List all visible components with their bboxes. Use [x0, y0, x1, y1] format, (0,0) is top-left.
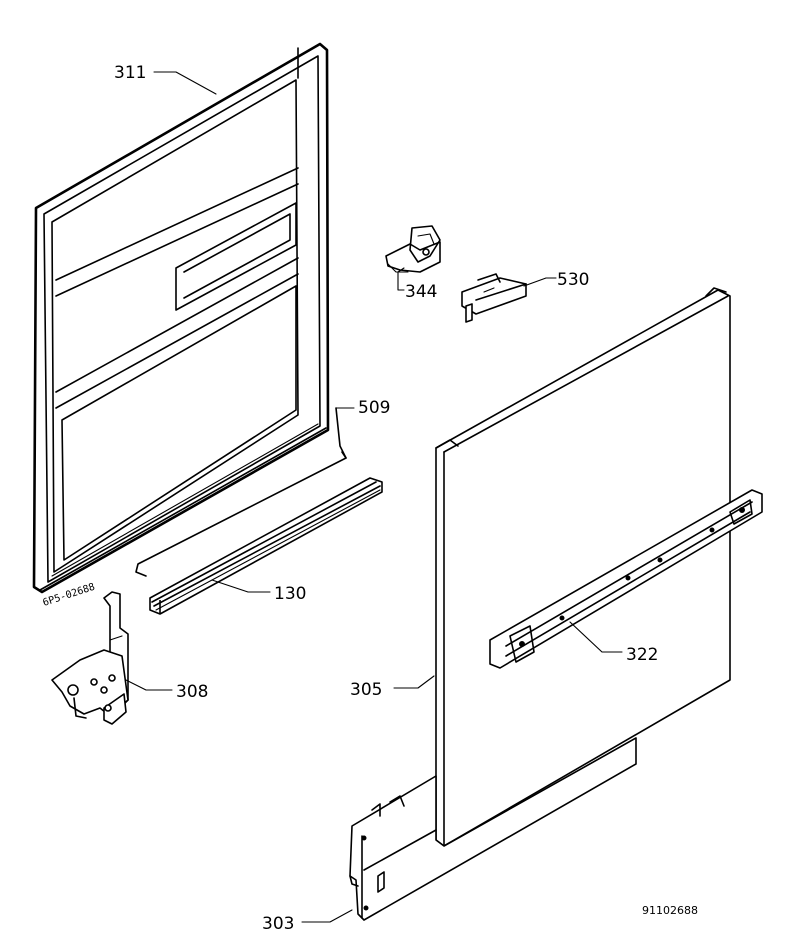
seal-strip-drawing	[149, 477, 383, 615]
label-305: 305	[350, 680, 382, 700]
label-308: 308	[176, 682, 208, 702]
drawing-number: 91102688	[642, 904, 698, 917]
label-509: 509	[358, 398, 390, 418]
outer-door-panel-drawing	[435, 287, 731, 847]
label-311: 311	[114, 63, 146, 83]
label-130: 130	[274, 584, 306, 604]
leader-lines	[125, 71, 623, 923]
inner-door-drawing	[32, 42, 330, 594]
label-322: 322	[626, 645, 658, 665]
hinge-drawing	[51, 591, 129, 725]
label-344: 344	[405, 282, 437, 302]
label-530: 530	[557, 270, 589, 290]
label-303: 303	[262, 914, 294, 934]
bottom-panel-drawing	[349, 737, 637, 921]
door-stamp: 6P5-02688	[42, 582, 97, 609]
spring-rod-drawing	[135, 407, 347, 577]
handle-drawing	[461, 273, 527, 323]
panel-rail-drawing	[489, 489, 763, 669]
latch-drawing	[385, 225, 441, 273]
